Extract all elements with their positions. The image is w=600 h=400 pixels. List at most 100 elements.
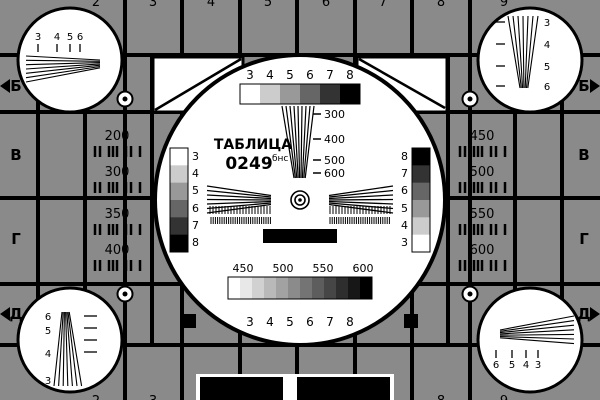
column-number: 7: [379, 0, 387, 10]
edge-arrow-left-icon: [0, 79, 10, 93]
grayscale-staircase-bottom: [228, 277, 373, 299]
title-number: 0249: [225, 154, 272, 174]
column-number: 3: [149, 394, 157, 400]
wedge-label: 450: [233, 262, 254, 275]
corner-number: 3: [35, 32, 41, 43]
corner-wedge: [25, 55, 101, 83]
column-number: 9: [500, 0, 508, 10]
corner-wedge: [507, 15, 539, 89]
scale-number: 5: [401, 202, 408, 215]
corner-circle-top-left: 3 4 5 6: [16, 6, 124, 114]
left-frequency-column: 200 300 350 400: [105, 129, 130, 258]
wedge-label: 300: [324, 108, 345, 121]
column-number: 8: [437, 394, 445, 400]
edge-arrow-right-icon: [590, 307, 600, 321]
bottom-wedge-labels: 450 500 550 600: [233, 262, 374, 275]
row-letters: Б В Г Д Б В Г Д: [9, 77, 590, 323]
scale-number: 7: [401, 167, 408, 180]
left-burst-1: [93, 146, 142, 157]
right-staircase-numbers: 8 7 6 5 4 3: [401, 150, 408, 249]
scale-number: 6: [306, 68, 314, 82]
center-left-grating-1: [209, 206, 271, 214]
corner-wedge: [499, 315, 575, 345]
scale-number: 6: [192, 202, 199, 215]
center-left-wedge: [206, 185, 272, 214]
row-letter-left: В: [10, 146, 21, 164]
corner-number: 3: [45, 376, 51, 387]
title-suffix: бнс: [272, 154, 288, 164]
center-right-wedge: [328, 185, 394, 214]
right-burst-3: [458, 224, 507, 235]
center-bullseye: [290, 190, 310, 210]
corner-number: 6: [544, 82, 550, 93]
center-right-grating-2: [329, 217, 390, 224]
wedge-label: 600: [353, 262, 374, 275]
frequency-number: 200: [105, 129, 130, 144]
scale-number: 4: [266, 68, 274, 82]
left-burst-4: [93, 260, 142, 271]
column-number: 3: [149, 0, 157, 10]
convergence-target: [116, 90, 479, 303]
column-number: 7: [379, 394, 387, 400]
frequency-number: 600: [470, 243, 495, 258]
scale-number: 4: [401, 219, 408, 232]
corner-number: 5: [544, 62, 550, 73]
scale-number: 4: [266, 315, 274, 329]
grayscale-staircase-top-numbers: 3 4 5 6 7 8: [246, 68, 354, 82]
grayscale-staircase-bottom-outline: [227, 276, 373, 300]
left-burst-3: [93, 224, 142, 235]
column-number: 2: [92, 394, 100, 400]
grayscale-staircase-right: [412, 148, 430, 253]
wedge-label: 550: [313, 262, 334, 275]
corner-ticks: [496, 21, 505, 87]
corner-number: 6: [45, 312, 51, 323]
corner-number: 5: [67, 32, 73, 43]
center-right-grating-1: [329, 206, 391, 214]
grayscale-staircase-top: [240, 84, 361, 104]
corner-number: 6: [77, 32, 83, 43]
column-number: 5: [264, 0, 272, 10]
scale-number: 8: [346, 315, 354, 329]
column-number: 6: [322, 0, 330, 10]
card-title: ТАБЛИЦА 0249 бнс: [214, 137, 292, 174]
grayscale-staircase-left-outline: [169, 147, 189, 253]
center-wedge-dashes: [313, 113, 321, 174]
right-burst-1: [458, 146, 507, 157]
grayscale-staircase-bottom-numbers: 3 4 5 6 7 8: [246, 315, 354, 329]
edge-arrow-right-icon: [590, 79, 600, 93]
row-letter-right: Б: [578, 77, 589, 95]
right-burst-2: [458, 182, 507, 193]
corner-number: 4: [523, 360, 529, 371]
scale-number: 3: [246, 68, 254, 82]
corner-number: 3: [544, 18, 550, 29]
bottom-black-bars: [196, 374, 394, 400]
scale-number: 3: [192, 150, 199, 163]
corner-number: 5: [45, 326, 51, 337]
left-burst-2: [93, 182, 142, 193]
center-wedge-labels: 300 400 500 600: [324, 108, 345, 180]
grayscale-staircase-right-outline: [411, 147, 431, 253]
edge-arrows: [0, 79, 600, 321]
corner-ticks: [495, 350, 539, 358]
row-letter-right: Д: [577, 305, 590, 323]
column-number: 9: [500, 394, 508, 400]
grayscale-staircase-top-outline: [239, 83, 361, 105]
right-frequency-column: 450 500 550 600: [470, 129, 495, 258]
row-letter-left: Б: [10, 77, 21, 95]
corner-wedge: [53, 311, 83, 387]
wedge-label: 500: [273, 262, 294, 275]
frequency-number: 300: [105, 165, 130, 180]
corner-circle-bottom-right: 6 5 4 3: [476, 286, 584, 394]
corner-ticks: [84, 315, 97, 353]
row-letter-left: Д: [9, 305, 22, 323]
column-numbers-bottom: 2 3 4 5 6 7 8 9: [92, 394, 508, 400]
wedge-label: 500: [324, 154, 345, 167]
wedge-label: 400: [324, 133, 345, 146]
scale-number: 3: [246, 315, 254, 329]
left-staircase-numbers: 3 4 5 6 7 8: [192, 150, 199, 249]
scale-number: 8: [346, 68, 354, 82]
row-letter-right: В: [578, 146, 589, 164]
corner-number: 4: [45, 349, 51, 360]
